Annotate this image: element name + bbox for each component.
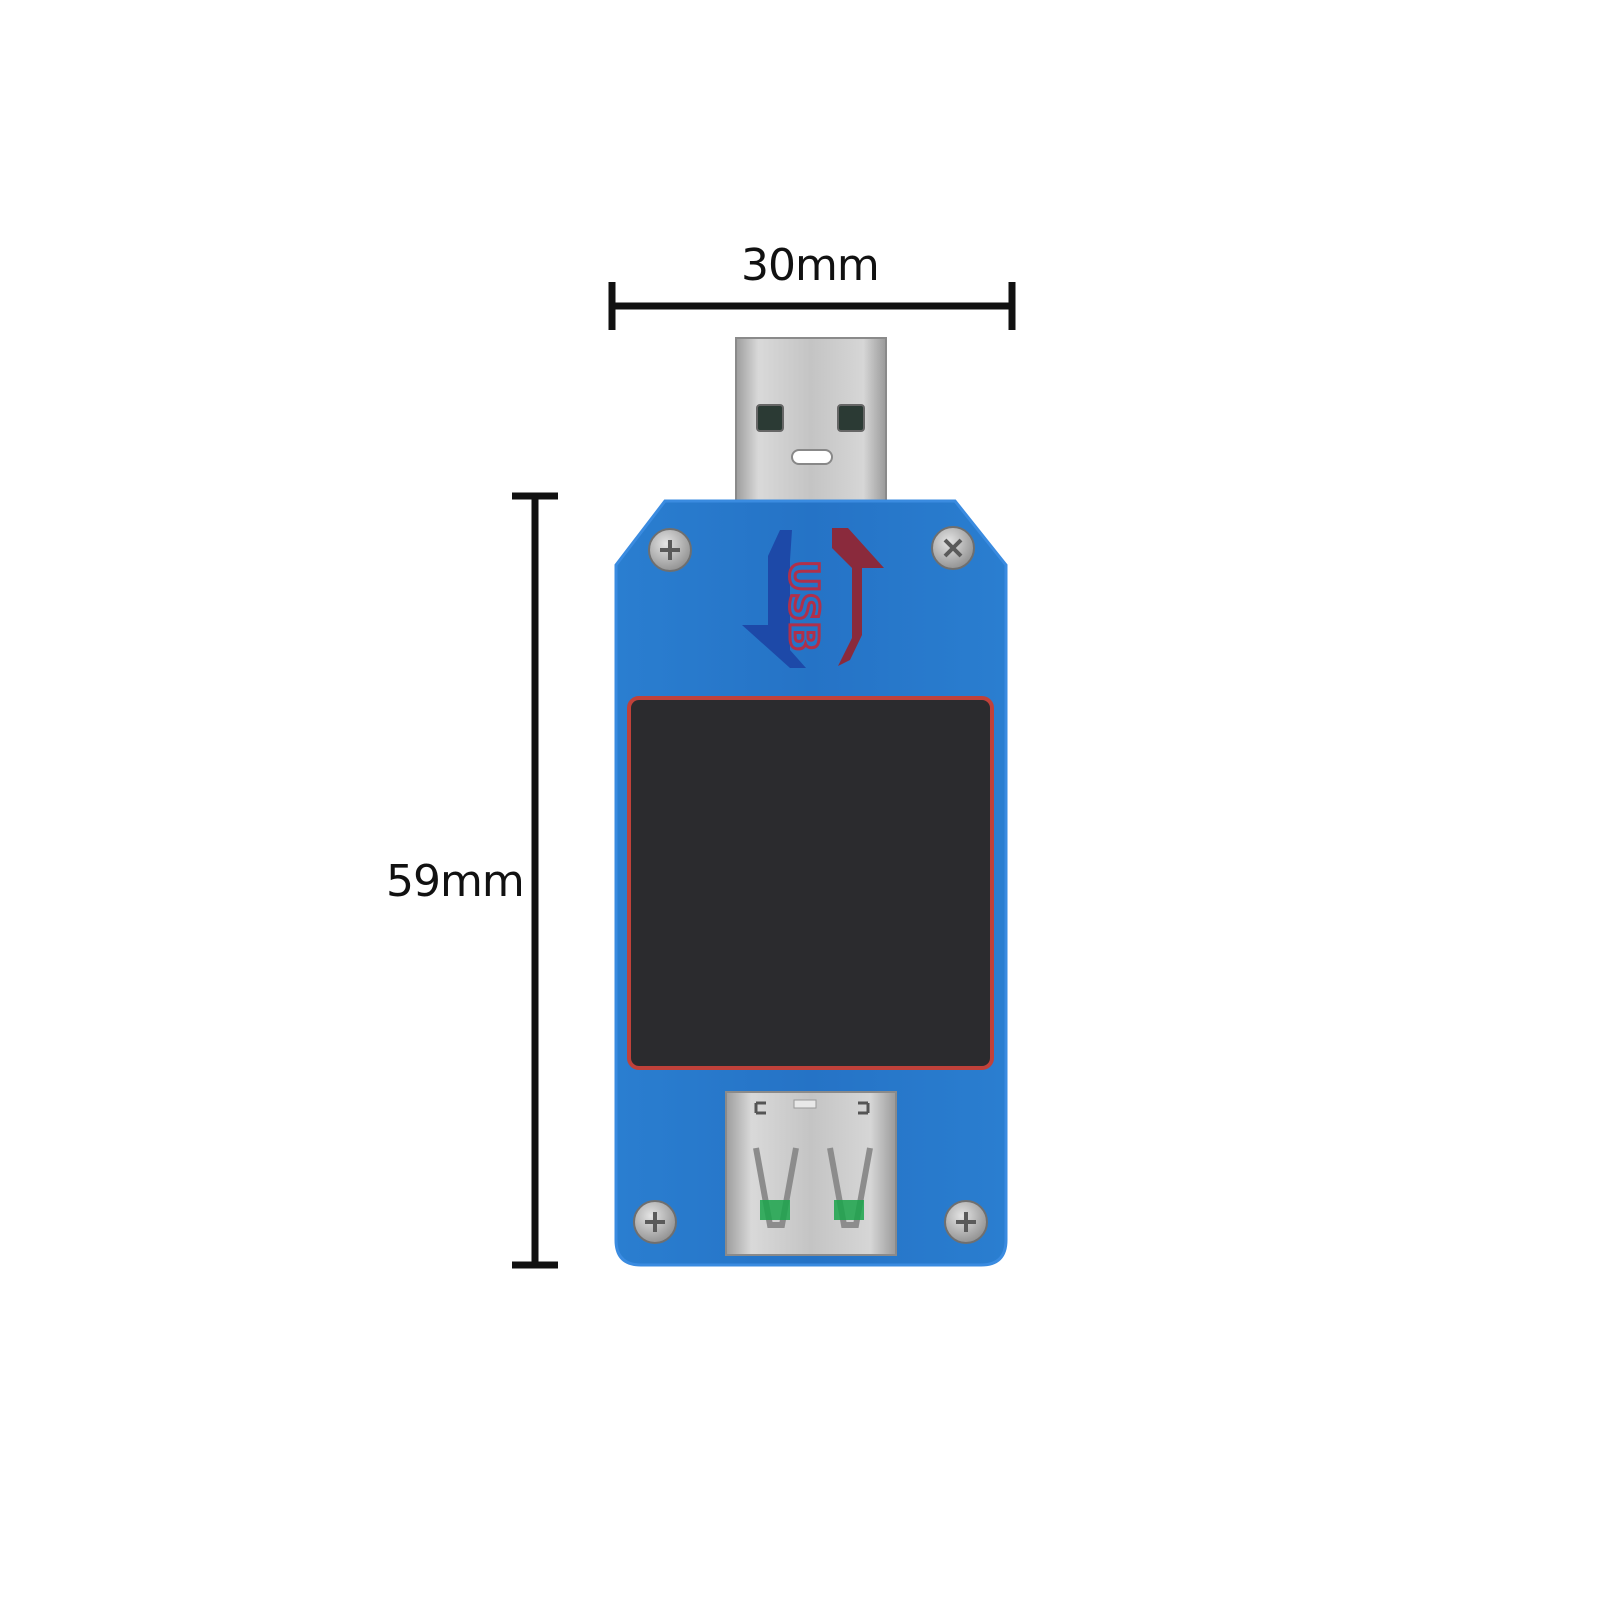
width-label: 30mm: [741, 240, 880, 291]
usb-a-male-plug: [735, 337, 887, 507]
display-screen: [627, 696, 994, 1070]
screw-icon: [944, 1200, 988, 1244]
usb-logo-text: USB: [780, 560, 826, 652]
usb-logo-icon: [742, 528, 884, 668]
height-label: 59mm: [386, 856, 525, 907]
screw-icon: [931, 526, 975, 570]
usb-a-female-port: [725, 1091, 897, 1256]
width-dimension: [608, 282, 1016, 330]
height-dimension: [512, 492, 558, 1269]
screw-icon: [633, 1200, 677, 1244]
screw-icon: [648, 528, 692, 572]
